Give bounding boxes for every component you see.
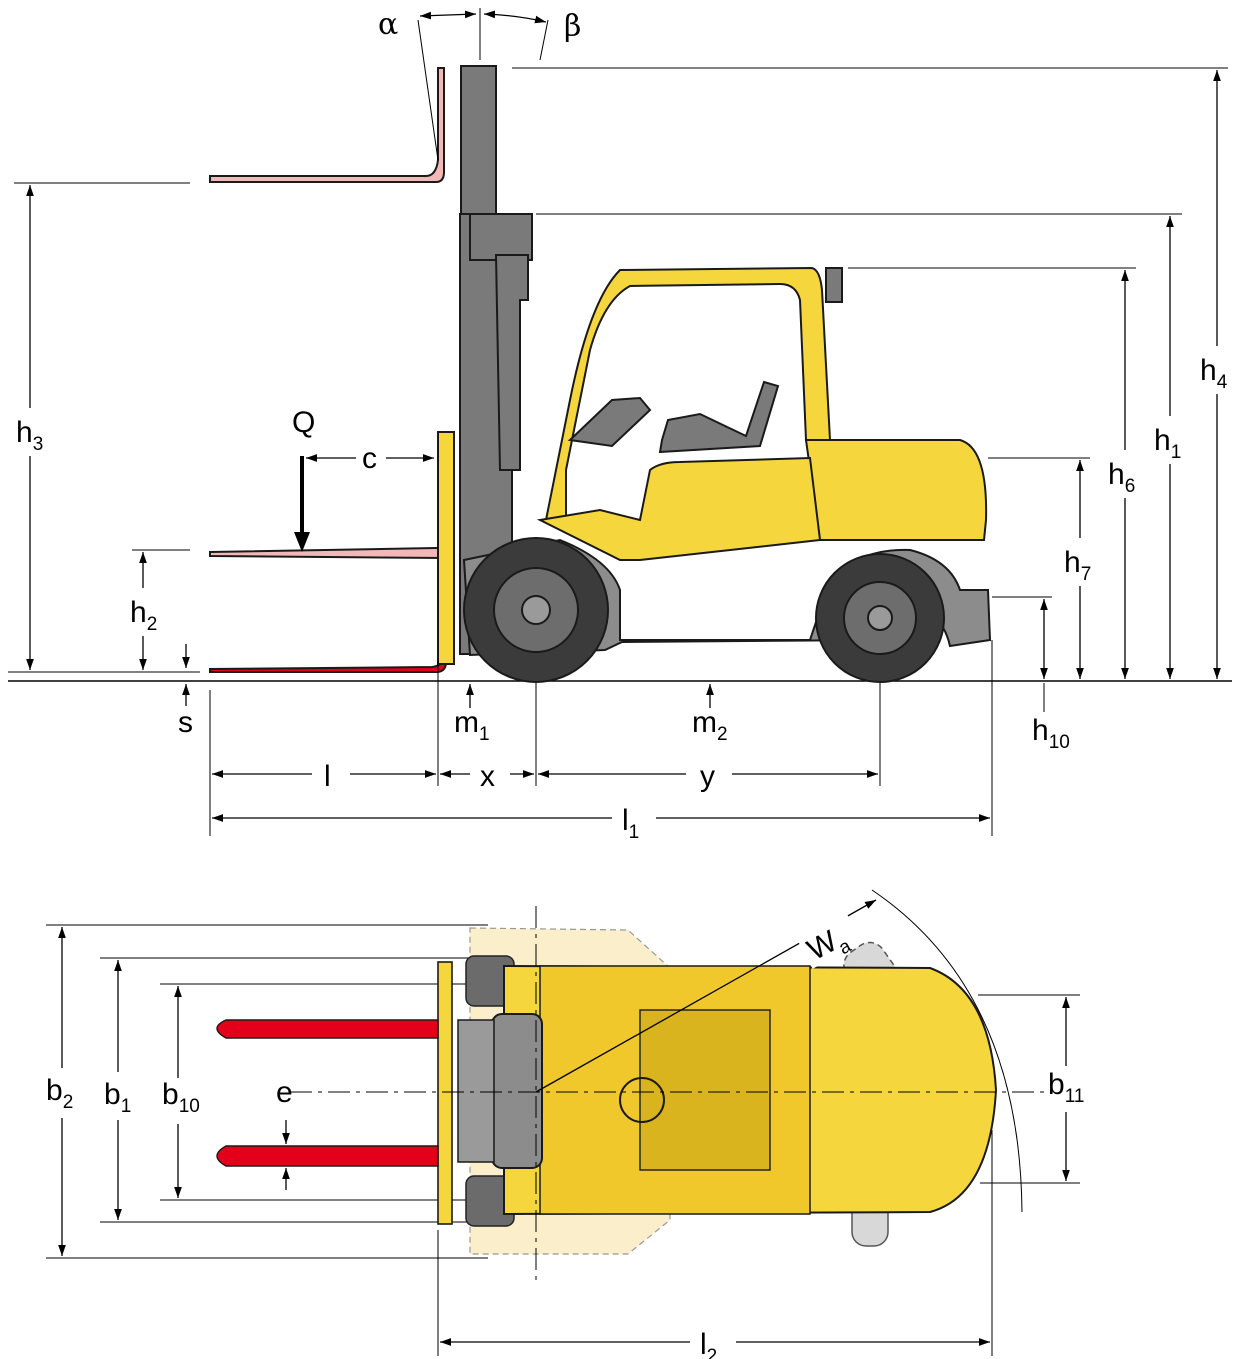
front-wheel [463, 537, 609, 683]
label-b10: b10 [162, 1078, 200, 1117]
rear-wheel [815, 553, 945, 683]
label-b1: b1 [104, 1078, 131, 1117]
fork-mid [209, 539, 445, 560]
mast-top [491, 1013, 543, 1169]
label-h7: h7 [1064, 546, 1091, 585]
cab-roof-light [825, 267, 843, 303]
fork-raised [209, 67, 445, 183]
label-l: l [324, 760, 331, 793]
label-s: s [178, 706, 193, 739]
label-h4: h4 [1200, 354, 1228, 393]
seat [658, 380, 780, 454]
label-b2: b2 [46, 1074, 73, 1113]
seat-top [639, 1009, 771, 1171]
label-beta: β [564, 9, 581, 44]
counterweight-body [804, 439, 988, 541]
steering-column [567, 396, 652, 448]
label-l1: l1 [622, 804, 639, 843]
label-c: c [362, 442, 377, 475]
label-h1: h1 [1154, 424, 1181, 463]
fork-lowered [209, 654, 447, 673]
label-h2: h2 [130, 596, 157, 635]
label-m2: m2 [692, 706, 728, 745]
lift-cylinder [494, 254, 529, 471]
label-Q: Q [292, 406, 315, 439]
label-h3: h3 [16, 416, 43, 455]
fork-carriage [437, 431, 455, 665]
fork-plate-top [437, 961, 453, 1225]
label-h6: h6 [1108, 458, 1135, 497]
mast-head [469, 213, 533, 261]
label-x: x [480, 760, 495, 793]
fork-top-left [216, 1019, 439, 1039]
label-l2: l2 [700, 1328, 717, 1359]
label-m1: m1 [454, 706, 490, 745]
label-y: y [700, 760, 715, 793]
label-alpha: α [378, 7, 398, 42]
steering-wheel-top [619, 1077, 665, 1123]
label-e: e [276, 1076, 293, 1109]
mast-upper [460, 65, 497, 217]
carriage-top [457, 1019, 495, 1163]
top-view: b2 b1 b10 e b11 Wa l2 [40, 889, 1096, 1359]
side-view: α β h4 h1 h6 h7 h10 h3 h2 Q c s m1 m2 l … [8, 7, 1239, 843]
body-side [536, 456, 822, 561]
fork-top-right [216, 1145, 439, 1167]
label-h10: h10 [1032, 714, 1070, 753]
label-b11: b11 [1048, 1068, 1084, 1107]
